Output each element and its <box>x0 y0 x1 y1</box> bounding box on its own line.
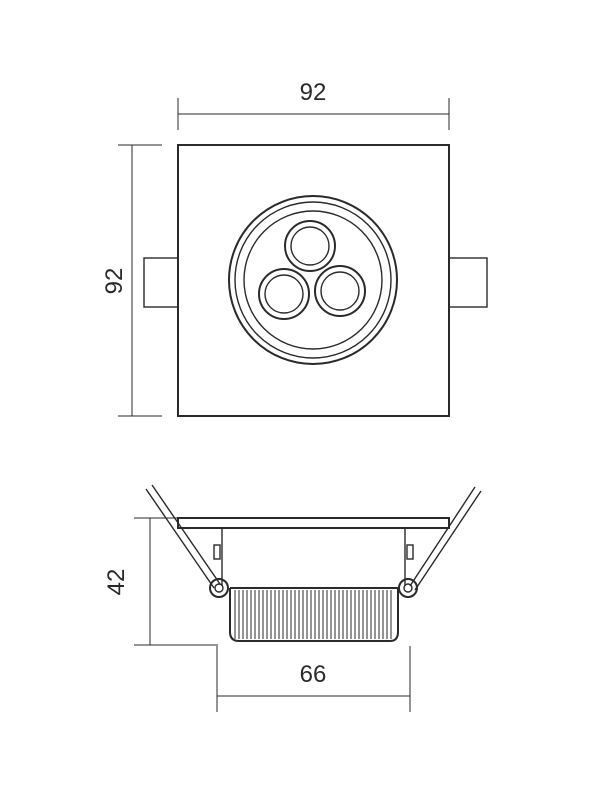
right-bracket <box>406 544 414 560</box>
top-width-label: 92 <box>300 79 327 106</box>
top-width-dimension: 92 <box>177 79 450 130</box>
middle-ring <box>234 201 392 359</box>
led-top <box>284 220 336 272</box>
top-height-dimension: 92 <box>101 144 162 417</box>
side-width-dimension: 66 <box>216 646 411 712</box>
left-clip <box>143 257 179 308</box>
outer-ring <box>228 195 398 365</box>
left-spring-clip <box>145 484 229 598</box>
heatsink <box>229 587 399 642</box>
side-width-label: 66 <box>300 661 327 688</box>
right-clip <box>448 257 488 308</box>
body-outline <box>221 528 406 586</box>
led-left <box>258 268 310 320</box>
inner-ring <box>243 210 383 350</box>
top-view: 92 92 <box>101 79 488 417</box>
square-frame <box>177 144 450 417</box>
flange <box>177 517 450 529</box>
top-height-label: 92 <box>101 268 128 295</box>
left-bracket <box>213 544 221 560</box>
side-height-label: 42 <box>103 569 130 596</box>
led-cluster <box>258 220 366 320</box>
side-height-dimension: 42 <box>103 517 218 646</box>
side-view: 42 66 <box>103 484 482 712</box>
led-right <box>314 265 366 317</box>
right-spring-clip <box>398 486 482 598</box>
